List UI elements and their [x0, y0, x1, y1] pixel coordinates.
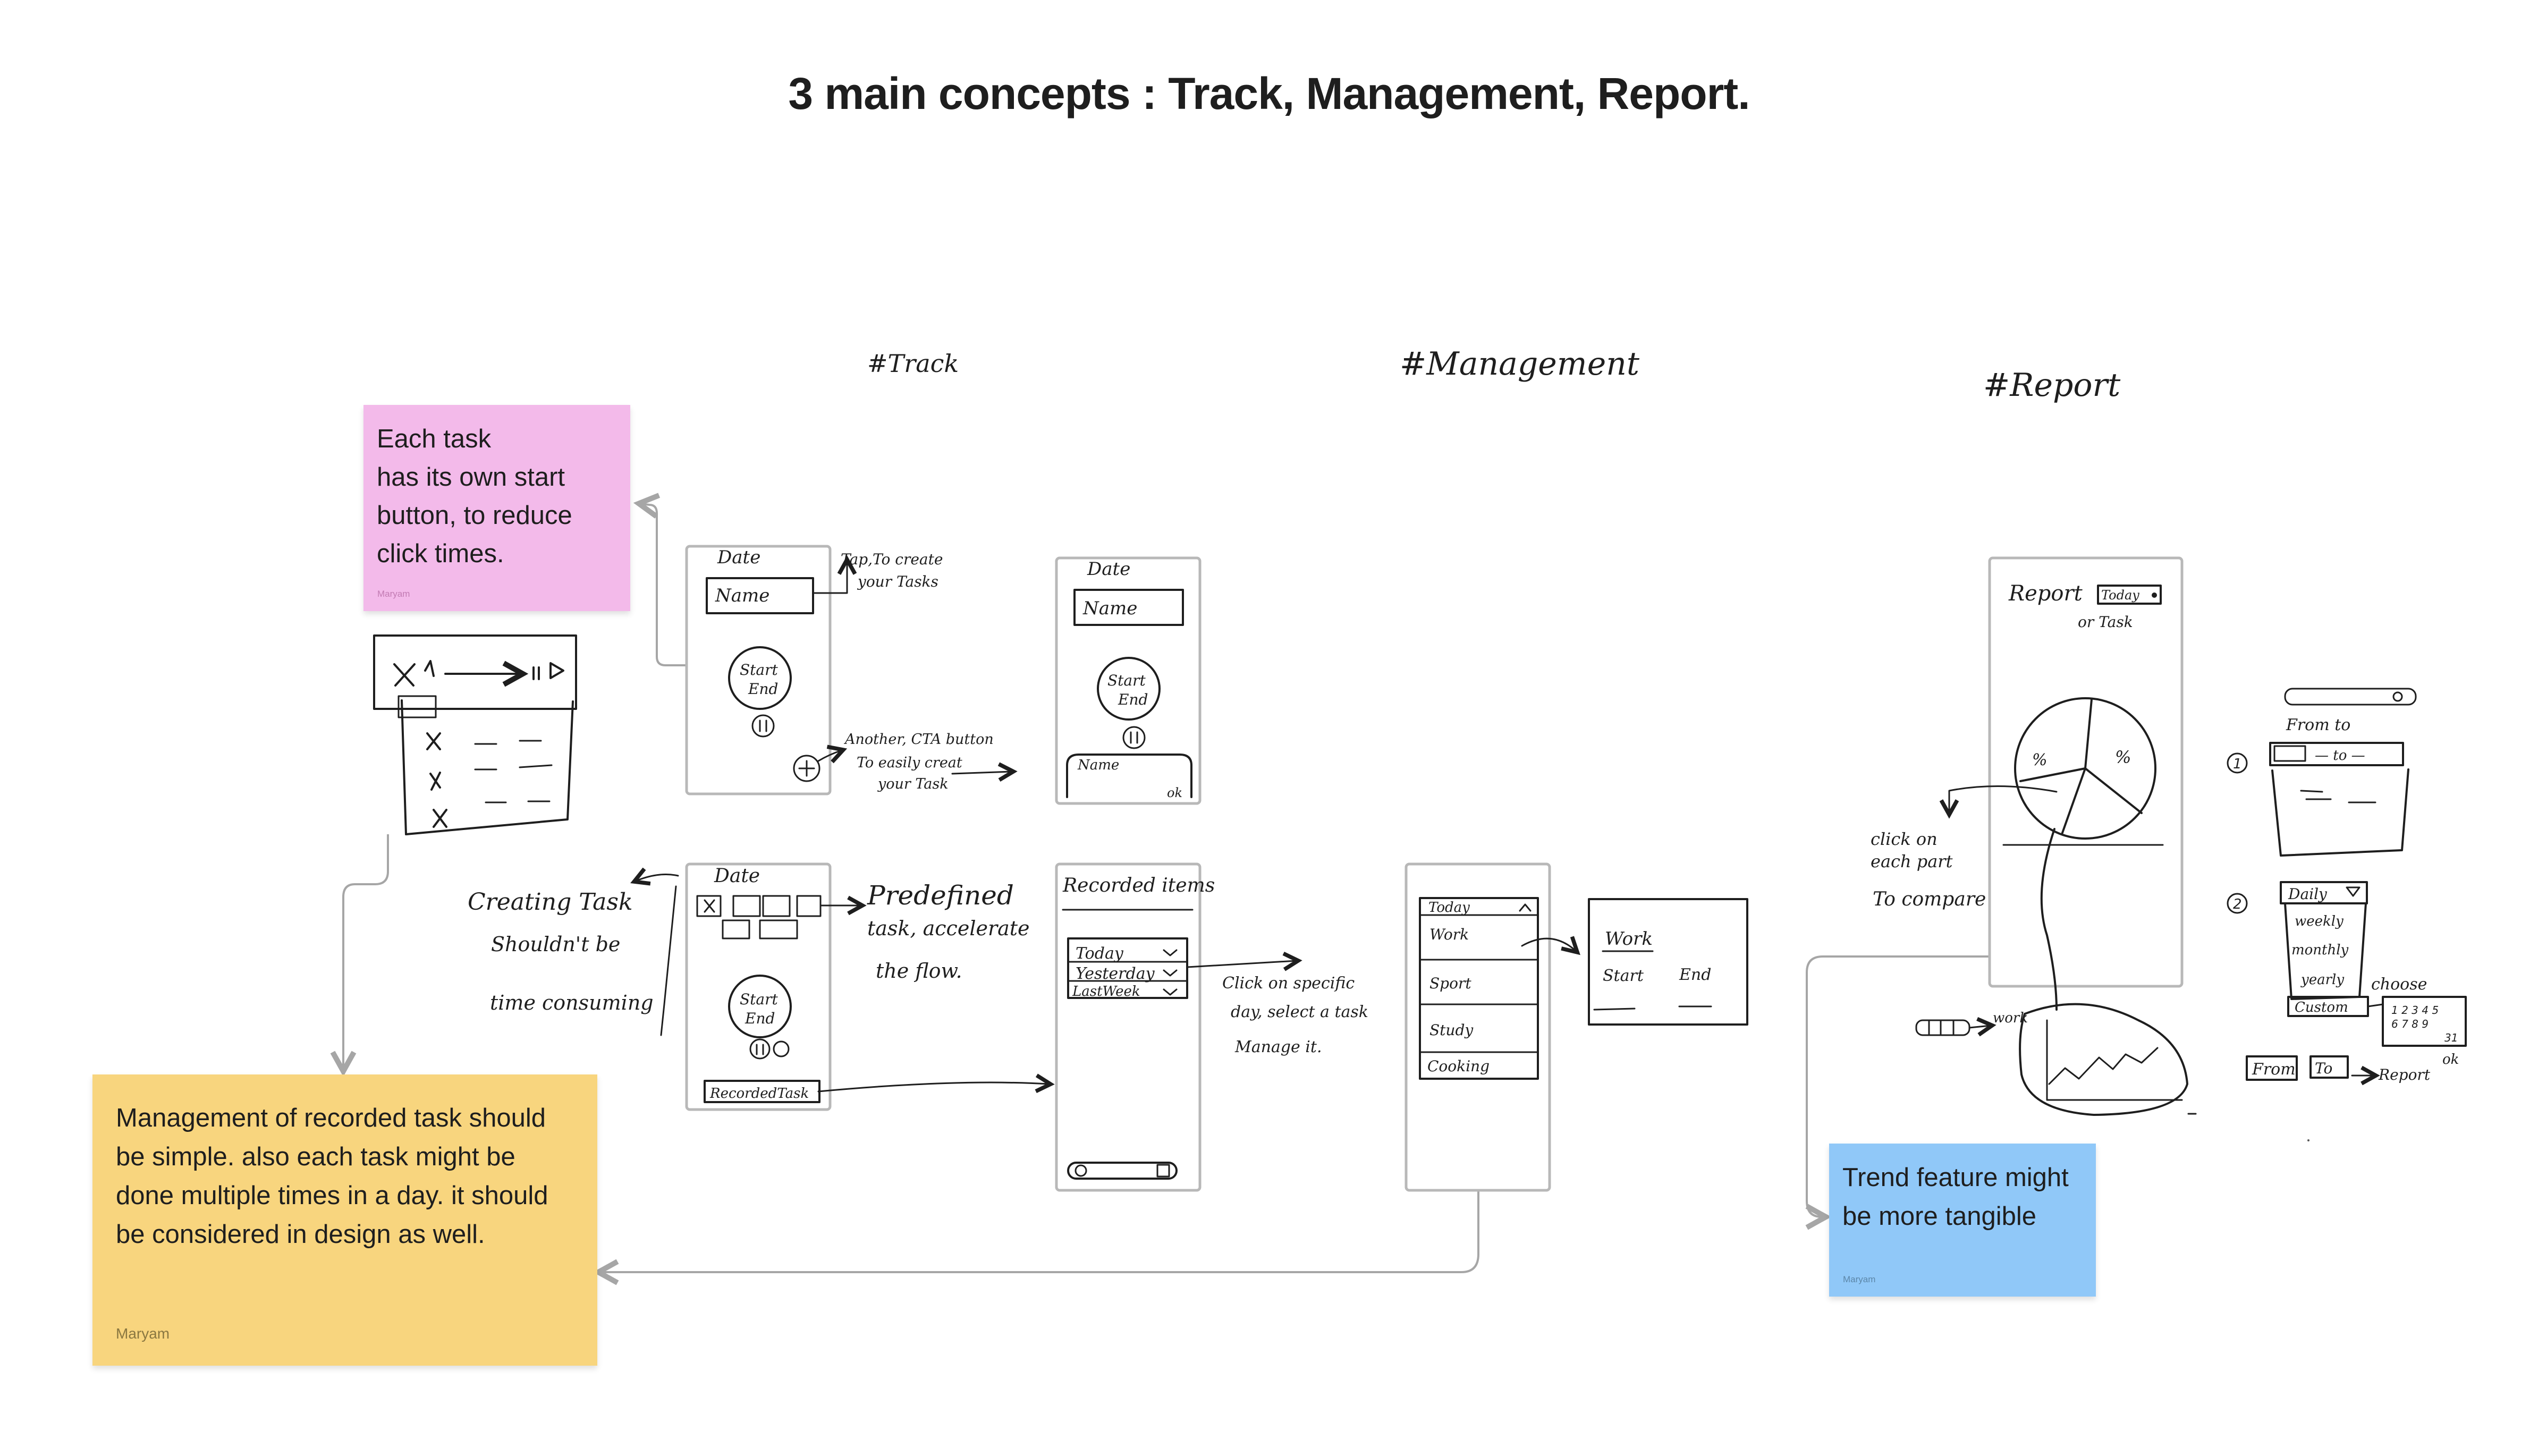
svg-text:ok: ok	[1167, 785, 1182, 800]
svg-text:yearly: yearly	[2300, 972, 2344, 988]
svg-text:Report: Report	[2378, 1066, 2431, 1083]
svg-text:%: %	[2115, 747, 2131, 767]
svg-text:From: From	[2252, 1060, 2296, 1079]
svg-text:End: End	[1118, 691, 1148, 708]
sticky-note-blue[interactable]: Trend feature might be more tangible Mar…	[1829, 1144, 2096, 1297]
compare-note-2: each part	[1871, 851, 1953, 871]
svg-text:ok: ok	[2442, 1052, 2459, 1068]
board-title: 3 main concepts : Track, Management, Rep…	[788, 69, 1750, 118]
svg-text:To: To	[2315, 1060, 2332, 1077]
svg-text:Cooking: Cooking	[1427, 1057, 1490, 1075]
cta-note-1: Another, CTA button	[843, 731, 994, 748]
click-note-1: Click on specific	[1222, 974, 1355, 993]
svg-text:— to —: — to —	[2315, 748, 2365, 764]
sticky-note-text: Management of recorded task should be si…	[116, 1104, 548, 1249]
track-phone-1: Date Name Start End	[685, 545, 857, 795]
svg-text:Daily: Daily	[2288, 885, 2328, 903]
svg-text:Yesterday: Yesterday	[1076, 964, 1155, 983]
svg-text:Start: Start	[1107, 672, 1146, 689]
heading-management: #Management	[1400, 345, 1640, 383]
svg-text:End: End	[748, 680, 778, 698]
sticky-note-text: Trend feature might be more tangible	[1842, 1163, 2069, 1231]
svg-text:Name: Name	[1077, 757, 1119, 773]
svg-text:6 7 8 9: 6 7 8 9	[2391, 1018, 2429, 1030]
svg-text:Today: Today	[2101, 588, 2139, 603]
svg-text:monthly: monthly	[2291, 942, 2349, 958]
recorded-items-phone: Recorded items Today Yesterday LastWeek	[1055, 862, 1302, 1192]
svg-text:Date: Date	[1087, 558, 1130, 580]
svg-text:Custom: Custom	[2295, 1000, 2348, 1015]
svg-text:End: End	[1679, 966, 1711, 984]
cta-note-2: To easily creat	[857, 755, 962, 771]
svg-text:choose: choose	[2371, 975, 2427, 994]
connector-report-to-blue	[1805, 955, 1990, 1230]
connector-track-to-pink	[633, 493, 687, 666]
svg-text:or Task: or Task	[2078, 613, 2133, 631]
svg-text:%: %	[2032, 751, 2048, 769]
mini-task-sketch	[373, 634, 577, 835]
svg-text:2: 2	[2233, 896, 2242, 912]
svg-text:Start: Start	[740, 991, 779, 1008]
sticky-note-author: Maryam	[1843, 1274, 1876, 1284]
connector-sketch-to-yellow	[330, 834, 389, 1077]
svg-text:RecordedTask: RecordedTask	[709, 1086, 809, 1102]
click-note-2: day, select a task	[1231, 1003, 1368, 1021]
predefined-note-3: the flow.	[876, 959, 962, 983]
sticky-note-author: Maryam	[116, 1325, 170, 1342]
management-phone: Today Work Sport Study Cooking	[1405, 862, 1580, 1192]
cta-note-3: your Task	[877, 776, 949, 792]
tap-note-2: your Tasks	[857, 573, 938, 590]
sticky-note-author: Maryam	[377, 589, 410, 599]
svg-text:Work: Work	[1605, 928, 1653, 950]
svg-text:Name: Name	[1082, 598, 1137, 619]
report-options-sketch: From to 1 — to — 2 Daily weekly monthly …	[2227, 688, 2467, 1141]
task-detail-card: Work Start End	[1588, 898, 1748, 1026]
svg-text:Date: Date	[717, 547, 760, 568]
svg-text:1: 1	[2233, 756, 2242, 772]
predefined-note-1: Predefined	[867, 880, 1014, 911]
creating-note-2: Shouldn't be	[491, 933, 620, 956]
svg-text:Report: Report	[2008, 581, 2083, 606]
compare-note-3: To compare	[1873, 888, 1986, 910]
svg-text:From to: From to	[2286, 716, 2350, 734]
creating-note-1: Creating Task	[468, 888, 633, 916]
click-note-3: Manage it.	[1234, 1038, 1322, 1056]
track-phone-2: Date Name Start End Name ok	[1055, 556, 1202, 805]
svg-text:Name: Name	[715, 585, 769, 606]
predefined-note-2: task, accelerate	[867, 917, 1030, 940]
creating-note-3: time consuming	[490, 991, 654, 1014]
svg-text:Study: Study	[1429, 1021, 1474, 1039]
svg-text:1 2 3 4 5: 1 2 3 4 5	[2391, 1004, 2439, 1017]
connector-management-to-yellow	[593, 1189, 1479, 1285]
svg-text:Date: Date	[714, 865, 760, 887]
report-phone: Report Today or Task % %	[1939, 556, 2184, 1011]
track-phone-3: Date Start End RecordedTask	[685, 862, 1055, 1111]
svg-text:End: End	[745, 1010, 775, 1027]
heading-report: #Report	[1983, 367, 2121, 404]
heading-track: #Track	[867, 349, 959, 378]
svg-text:LastWeek: LastWeek	[1072, 984, 1140, 1000]
trend-sketch: work	[1915, 1003, 2197, 1116]
svg-text:Start: Start	[1603, 967, 1644, 985]
svg-text:weekly: weekly	[2295, 913, 2344, 929]
sticky-note-yellow[interactable]: Management of recorded task should be si…	[92, 1074, 597, 1366]
svg-text:Recorded items: Recorded items	[1062, 875, 1215, 896]
sticky-note-text: Each task has its own start button, to r…	[377, 425, 572, 568]
sticky-note-pink[interactable]: Each task has its own start button, to r…	[363, 405, 630, 611]
svg-text:Work: Work	[1429, 926, 1469, 943]
svg-text:Sport: Sport	[1429, 975, 1471, 992]
tap-note-1: Tap,To create	[841, 551, 943, 568]
svg-text:31: 31	[2444, 1031, 2458, 1044]
svg-text:Today: Today	[1428, 900, 1470, 916]
compare-note-1: click on	[1871, 829, 1938, 849]
svg-text:Today: Today	[1076, 944, 1124, 963]
svg-text:Start: Start	[740, 661, 779, 679]
